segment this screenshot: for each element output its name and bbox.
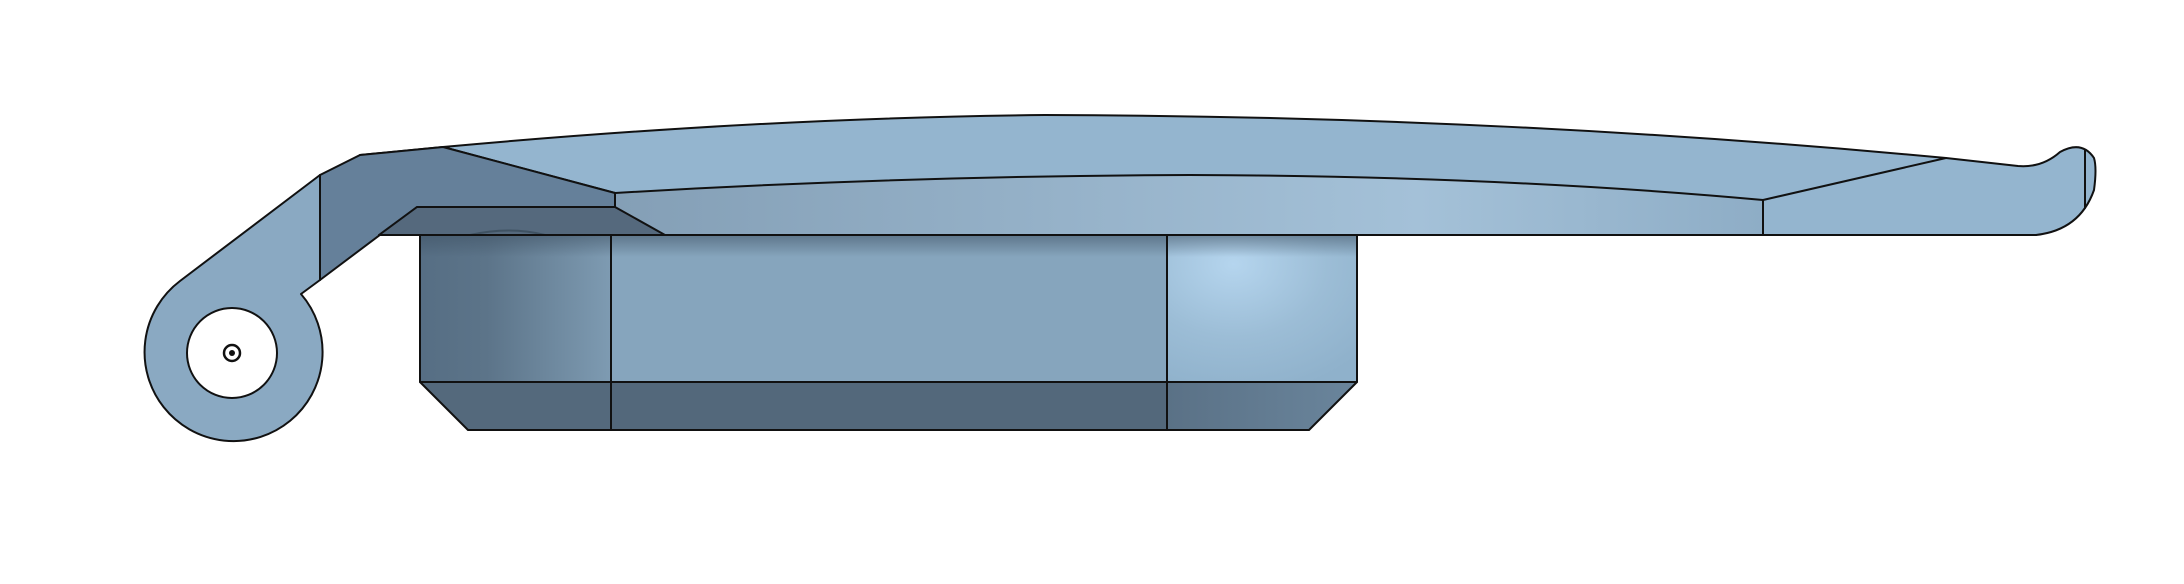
- lid-taper-edge: [1762, 157, 1947, 201]
- box-left-face: [420, 235, 611, 382]
- lid-plate: [319, 114, 2097, 281]
- bevel-right-face: [1167, 382, 1357, 430]
- hinge-pin-center-icon: [229, 350, 235, 356]
- box-right-face: [1167, 235, 1357, 382]
- box-top-shadow: [420, 235, 1357, 257]
- lid-left-wedge: [319, 146, 616, 281]
- box-bevel: [419, 234, 1358, 431]
- lid-inner-edge: [614, 174, 1764, 201]
- bevel-left-face: [420, 382, 611, 430]
- lid-bump-edge: [469, 229, 546, 236]
- lid-under-face: [615, 175, 1763, 235]
- box-body: [420, 235, 1357, 382]
- box-outline: [419, 234, 1358, 431]
- bevel-center-face: [611, 382, 1167, 430]
- box-center-face: [611, 235, 1167, 382]
- hinge-arm: [143, 174, 324, 443]
